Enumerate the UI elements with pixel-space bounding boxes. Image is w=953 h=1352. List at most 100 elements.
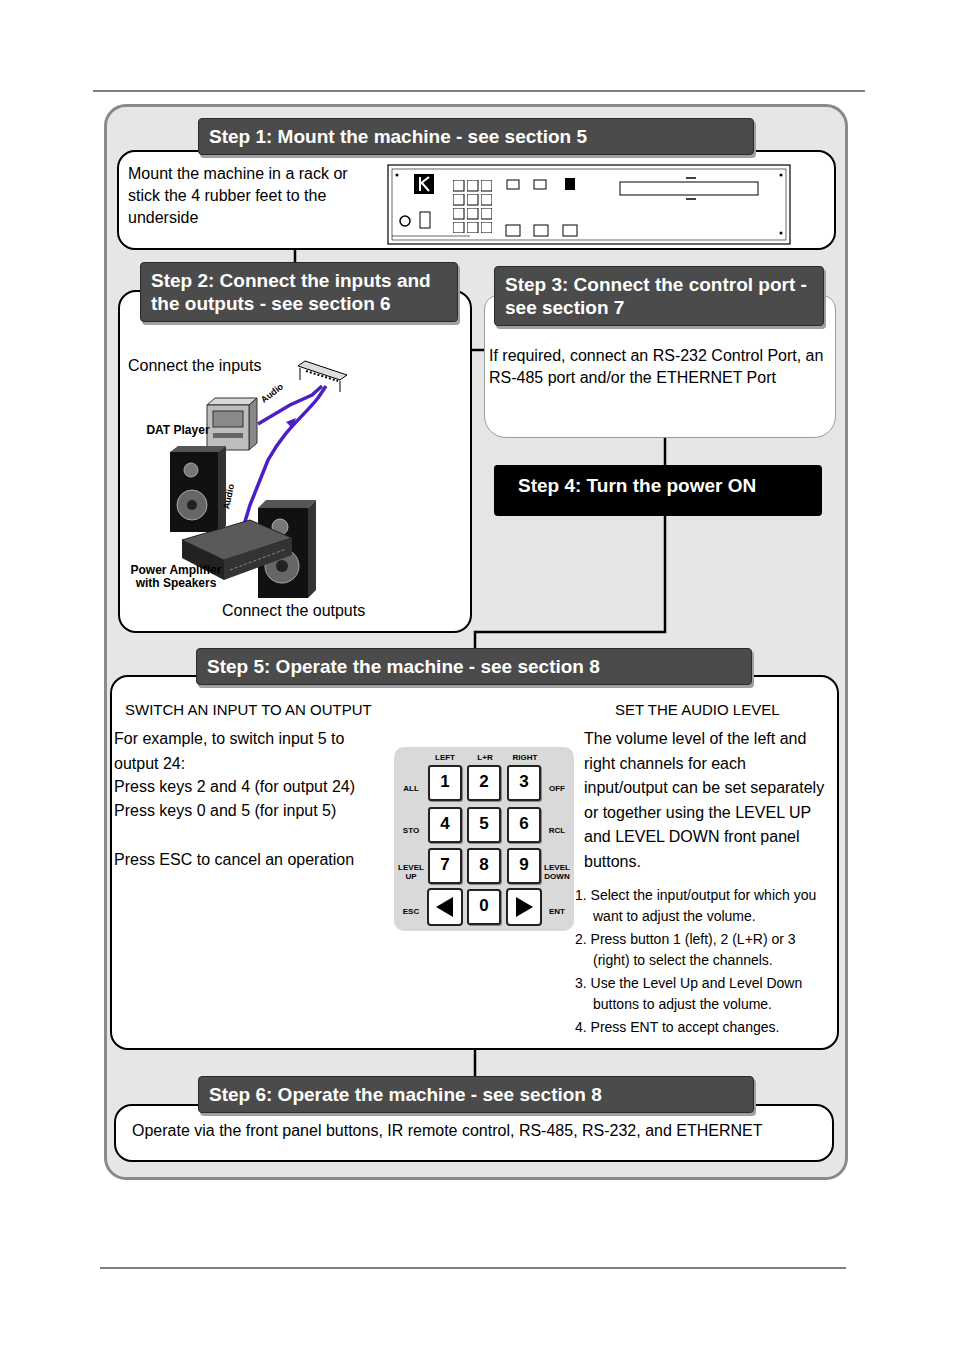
- text-slot: 9: [507, 848, 541, 882]
- text-slot: Step 2: Connect the inputs and the outpu…: [140, 262, 458, 322]
- body-text: Press ESC to cancel an operation: [114, 848, 392, 873]
- button-label: LEVEL UP: [396, 863, 426, 881]
- text-slot: 6: [507, 807, 541, 841]
- step-box: Step 5: Operate the machine - see sectio…: [110, 648, 839, 1050]
- key: 6: [507, 807, 541, 843]
- body-text: For example, to switch input 5 to output…: [114, 727, 392, 776]
- text-slot: Press keys 0 and 5 (for input 5): [114, 799, 392, 824]
- text-slot: ESC: [394, 907, 428, 916]
- key-label: 2: [467, 765, 501, 799]
- button-label: RCL: [540, 826, 574, 835]
- text-slot: 1. Select the input/output for which you…: [575, 885, 833, 927]
- text-slot: 7: [428, 848, 462, 882]
- text-slot: SWITCH AN INPUT TO AN OUTPUT: [125, 700, 425, 720]
- key-label: 3: [507, 765, 541, 799]
- text-slot: For example, to switch input 5 to output…: [114, 727, 392, 776]
- text-slot: ALL: [394, 784, 428, 793]
- text-slot: LEVEL UP: [396, 863, 426, 881]
- body-text: The volume level of the left and right c…: [584, 727, 832, 874]
- key-label: 9: [507, 848, 541, 882]
- arrow-keys: [428, 889, 541, 925]
- body-text: Press keys 0 and 5 (for input 5): [114, 799, 392, 824]
- key: 0: [467, 889, 501, 925]
- text-slot: STO: [394, 826, 428, 835]
- connector-line: [664, 438, 667, 465]
- button-label: STO: [394, 826, 428, 835]
- key: 8: [467, 848, 501, 884]
- step-box: Step 3: Connect the control port - see s…: [484, 262, 836, 438]
- step-heading: Step 6: Operate the machine - see sectio…: [198, 1076, 754, 1113]
- text-slot: Operate via the front panel buttons, IR …: [132, 1120, 822, 1142]
- text-slot: 2. Press button 1 (left), 2 (L+R) or 3 (…: [575, 929, 833, 971]
- key-label: 5: [467, 807, 501, 841]
- text-slot: 3. Use the Level Up and Level Down butto…: [575, 973, 833, 1015]
- key: 9: [507, 848, 541, 884]
- text-slot: Step 6: Operate the machine - see sectio…: [198, 1076, 754, 1113]
- button-label: RIGHT: [505, 753, 545, 762]
- text-slot: OFF: [540, 784, 574, 793]
- text-slot: If required, connect an RS-232 Control P…: [489, 345, 829, 389]
- key: 2: [467, 765, 501, 801]
- device-label: Power Amplifier with Speakers: [124, 564, 228, 590]
- text-slot: Step 5: Operate the machine - see sectio…: [196, 648, 752, 685]
- text-slot: 4: [428, 807, 462, 841]
- label-slot: Power Amplifier with Speakers: [124, 564, 228, 590]
- label-slot: Audio: [226, 504, 266, 514]
- body-text: Connect the outputs: [222, 600, 422, 622]
- text-slot: ENT: [540, 907, 574, 916]
- key: 7: [428, 848, 462, 884]
- connector-line: [294, 250, 297, 262]
- body-text: 2. Press button 1 (left), 2 (L+R) or 3 (…: [575, 929, 833, 971]
- connector-line: [475, 516, 665, 648]
- key-label: 6: [507, 807, 541, 841]
- body-text: Connect the inputs: [128, 355, 298, 377]
- text-slot: L+R: [465, 753, 505, 762]
- button-label: LEVEL DOWN: [542, 863, 572, 881]
- body-text: 1. Select the input/output for which you…: [575, 885, 833, 927]
- key-label: 8: [467, 848, 501, 882]
- text-slot: 0: [467, 889, 501, 923]
- step-bar: Step 4: Turn the power ON: [494, 465, 822, 516]
- text-slot: Step 3: Connect the control port - see s…: [494, 266, 824, 326]
- key: 1: [428, 765, 462, 801]
- connector-line: [472, 349, 484, 352]
- key-label: 1: [428, 765, 462, 799]
- text-slot: RCL: [540, 826, 574, 835]
- step-box: Step 6: Operate the machine - see sectio…: [114, 1076, 834, 1162]
- key: 5: [467, 807, 501, 843]
- bottom-rule: [100, 1268, 846, 1269]
- step-heading: Step 3: Connect the control port - see s…: [494, 266, 824, 326]
- body-text: Mount the machine in a rack or stick the…: [128, 163, 373, 229]
- text-slot: Press ESC to cancel an operation: [114, 848, 392, 873]
- text-slot: Connect the inputs: [128, 355, 298, 377]
- key-label: 4: [428, 807, 462, 841]
- key: 3: [507, 765, 541, 801]
- text-slot: 5: [467, 807, 501, 841]
- connector-line: [474, 1050, 477, 1076]
- text-slot: The volume level of the left and right c…: [584, 727, 832, 874]
- text-slot: LEFT: [425, 753, 465, 762]
- step-heading: Step 2: Connect the inputs and the outpu…: [140, 262, 458, 322]
- text-slot: 8: [467, 848, 501, 882]
- text-slot: Mount the machine in a rack or stick the…: [128, 163, 373, 229]
- dat-player-drawing: [207, 398, 257, 450]
- text-slot: Step 1: Mount the machine - see section …: [198, 118, 754, 155]
- text-slot: Press keys 2 and 4 (for output 24): [114, 775, 392, 800]
- body-text: If required, connect an RS-232 Control P…: [489, 345, 829, 389]
- body-text: SET THE AUDIO LEVEL: [615, 700, 825, 720]
- button-label: L+R: [465, 753, 505, 762]
- front-panel-drawing: [388, 165, 790, 244]
- step-heading: Step 5: Operate the machine - see sectio…: [196, 648, 752, 685]
- body-text: SWITCH AN INPUT TO AN OUTPUT: [125, 700, 425, 720]
- body-text: 4. Press ENT to accept changes.: [575, 1017, 833, 1038]
- text-slot: 2: [467, 765, 501, 799]
- label-slot: Audio: [262, 396, 302, 406]
- body-text: Press keys 2 and 4 (for output 24): [114, 775, 392, 800]
- label-slot: DAT Player: [136, 424, 220, 437]
- top-rule: [93, 91, 865, 92]
- step-heading: Step 1: Mount the machine - see section …: [198, 118, 754, 155]
- text-slot: 4. Press ENT to accept changes.: [575, 1017, 833, 1038]
- body-text: Operate via the front panel buttons, IR …: [132, 1120, 822, 1142]
- key-label: 0: [467, 889, 501, 923]
